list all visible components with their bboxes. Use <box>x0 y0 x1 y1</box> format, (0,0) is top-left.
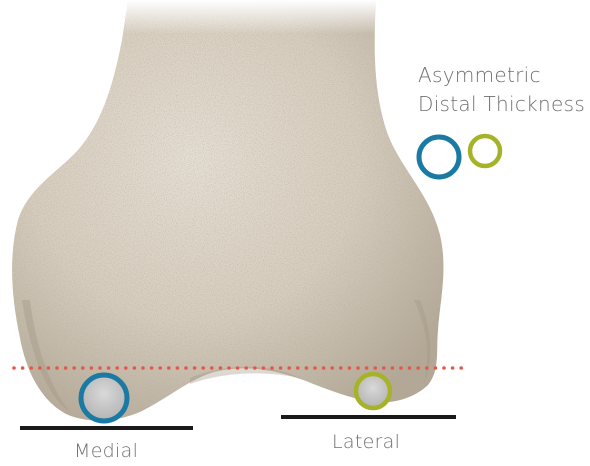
shaft-fade <box>100 0 400 34</box>
legend-lateral-ring-icon <box>470 136 500 166</box>
medial-thickness-marker <box>81 375 127 421</box>
title-line-1: Asymmetric <box>418 63 541 87</box>
lateral-thickness-marker <box>356 374 390 408</box>
medial-label: Medial <box>74 440 138 462</box>
lateral-label: Lateral <box>332 431 400 453</box>
legend-icons <box>419 136 500 177</box>
title-line-2: Distal Thickness <box>418 92 585 116</box>
legend-medial-ring-icon <box>419 137 459 177</box>
bone-texture <box>12 0 443 420</box>
distal-femur-bone <box>12 0 443 420</box>
